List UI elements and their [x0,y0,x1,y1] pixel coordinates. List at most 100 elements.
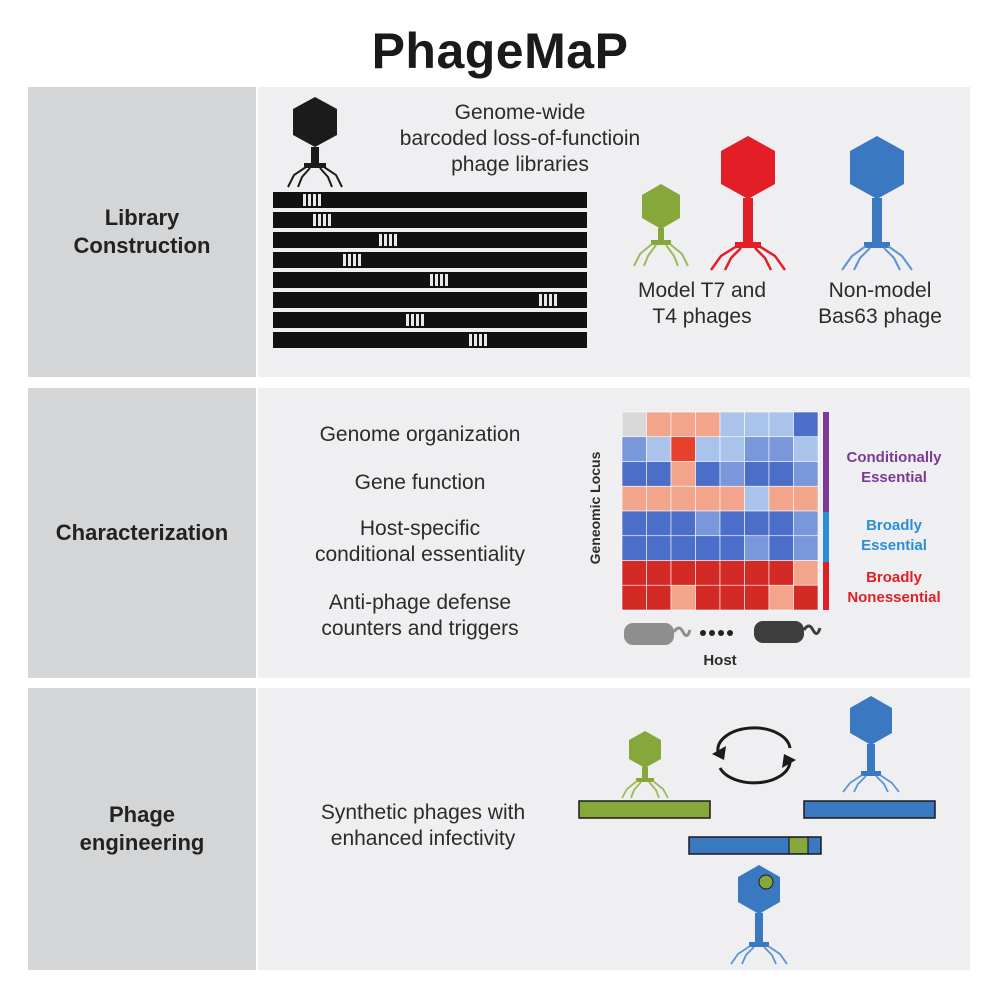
host-bacterium-icon [624,623,692,645]
section-label-text: Library Construction [73,205,211,258]
heatmap-cell [719,510,745,537]
heatmap-cell [621,510,647,537]
barcode [469,334,487,346]
heatmap-cell [646,411,672,438]
heatmap-cell [695,560,721,586]
section-label-library-construction: Library Construction [28,87,256,377]
engineering-description: Synthetic phages with enhanced infectivi… [320,801,526,850]
heatmap-cell [695,510,721,537]
heatmap-cell [793,560,819,586]
bas63-phage-icon [842,696,900,793]
heatmap-cell [670,461,696,487]
heatmap-cell [621,584,647,611]
legend-broadly-nonessential: Broadly Nonessential [847,569,941,606]
heatmap-cell [621,535,647,561]
barcode [303,194,321,206]
heatmap-cell [793,436,819,462]
library-bar [273,192,587,348]
conditionally-essential-bar [823,412,829,512]
blue-genome-bar [803,800,936,819]
heatmap-cell [793,510,819,537]
heatmap-cell [670,411,696,438]
barcode [430,274,448,286]
exchange-arrows-icon [712,726,796,785]
heatmap-cell [670,510,696,537]
heatmap-cell [768,560,794,586]
heatmap-cell [695,535,721,561]
heatmap-cell [646,584,672,611]
barcode [539,294,557,306]
heatmap-cell [793,411,819,438]
heatmap-cell [670,560,696,586]
heatmap-cell [695,584,721,611]
heatmap-cell [621,485,647,512]
library-phage-icon [287,97,343,188]
heatmap-cell [695,411,721,438]
heatmap-cell [768,485,794,512]
heatmap-cell [793,535,819,561]
heatmap-x-axis-label: Host [703,652,737,669]
heatmap-cell [768,584,794,611]
more-hosts-dots-icon [700,630,733,636]
characterization-panel [258,388,970,678]
heatmap-cell [670,535,696,561]
heatmap-cell [646,461,672,487]
barcoded-library-bars [273,192,587,348]
heatmap-cell [646,436,672,462]
heatmap-cell [768,436,794,462]
model-phages-caption: Model T7 and T4 phages [637,279,767,328]
heatmap-cell [621,436,647,462]
t7-phage-icon [709,136,787,271]
heatmap-cell [719,485,745,512]
bas63-phage-icon [841,136,913,271]
essentiality-heatmap [621,411,819,611]
heatmap-cell [670,436,696,462]
barcode [313,214,331,226]
section-label-text: Phage engineering [79,802,205,855]
heatmap-cell [695,436,721,462]
heatmap-cell [744,485,770,512]
heatmap-cell [768,461,794,487]
heatmap-cell [768,510,794,537]
heatmap-cell [670,485,696,512]
section-label-characterization: Characterization [28,388,256,678]
heatmap-cell [646,510,672,537]
heatmap-cell [646,560,672,586]
heatmap-cell [621,461,647,487]
heatmap-cell [719,535,745,561]
heatmap-cell [793,461,819,487]
heatmap-cell [793,584,819,611]
heatmap-cell [621,411,647,438]
legend-broadly-essential: Broadly Essential [861,517,927,554]
heatmap-cell [719,436,745,462]
characterization-item-2: Gene function [354,471,486,494]
characterization-item-4: Anti-phage defense counters and triggers [321,591,519,640]
heatmap-cell [719,560,745,586]
chimeric-genome-bar [688,836,822,855]
section-label-text: Characterization [55,520,229,545]
heatmap-cell [621,560,647,586]
broadly-nonessential-bar [823,562,829,610]
heatmap-cell [744,584,770,611]
heatmap-cell [793,485,819,512]
heatmap-cell [744,560,770,586]
heatmap-cell [768,411,794,438]
page-title: PhageMaP [371,23,629,79]
characterization-item-3: Host-specific conditional essentiality [314,517,526,566]
barcode [379,234,397,246]
heatmap-cell [646,485,672,512]
heatmap-cell [744,510,770,537]
barcode [406,314,424,326]
heatmap-cell [646,535,672,561]
broadly-essential-bar [823,512,829,562]
t4-phage-icon [621,731,669,799]
heatmap-cell [744,461,770,487]
barcode [343,254,361,266]
heatmap-legend-bars [823,412,829,610]
synthetic-phage-icon [730,865,788,965]
t4-phage-icon [633,184,689,267]
heatmap-cell [695,485,721,512]
heatmap-cell [744,411,770,438]
host-bacterium-icon [754,621,822,643]
heatmap-cell [719,411,745,438]
